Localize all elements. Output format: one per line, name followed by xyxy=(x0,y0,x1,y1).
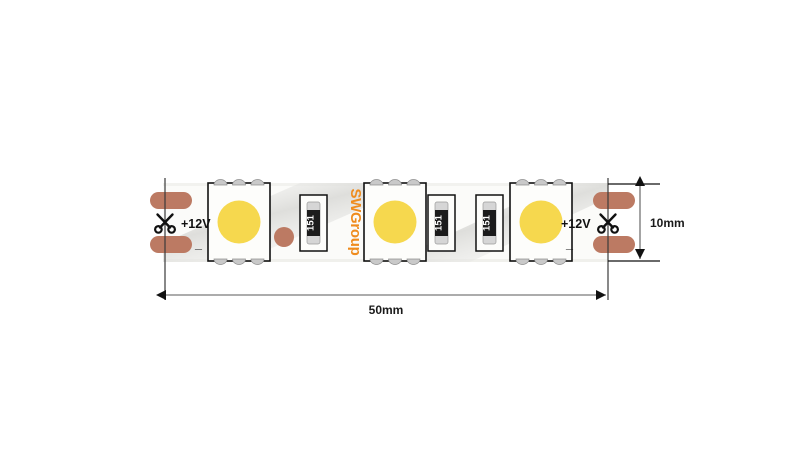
dimension-width: 50mm xyxy=(156,290,606,317)
cut-line-left xyxy=(153,178,177,300)
resistor-1-code: 151 xyxy=(306,214,317,231)
dimension-height: 10mm xyxy=(608,176,685,262)
resistor-1: 151 xyxy=(299,194,328,252)
resistor-2: 151 xyxy=(427,194,456,252)
led-2 xyxy=(363,178,427,266)
terminal-right-positive-label: +12V xyxy=(561,217,591,231)
cut-line-right xyxy=(596,178,620,300)
via-pad xyxy=(274,227,294,247)
brand-label: SWGroup xyxy=(347,188,364,255)
dimension-width-label: 50mm xyxy=(369,303,404,317)
resistor-3: 151 xyxy=(475,194,504,252)
terminal-left-positive-label: +12V xyxy=(181,217,211,231)
resistor-3-code: 151 xyxy=(482,214,493,231)
solder-pads-right xyxy=(593,192,635,253)
led-1 xyxy=(207,178,271,266)
terminal-right-negative-label: _ xyxy=(565,237,574,251)
terminal-left-negative-label: _ xyxy=(194,237,203,251)
dimension-height-label: 10mm xyxy=(650,216,685,230)
resistor-2-code: 151 xyxy=(434,214,445,231)
solder-pads-left xyxy=(150,192,192,253)
